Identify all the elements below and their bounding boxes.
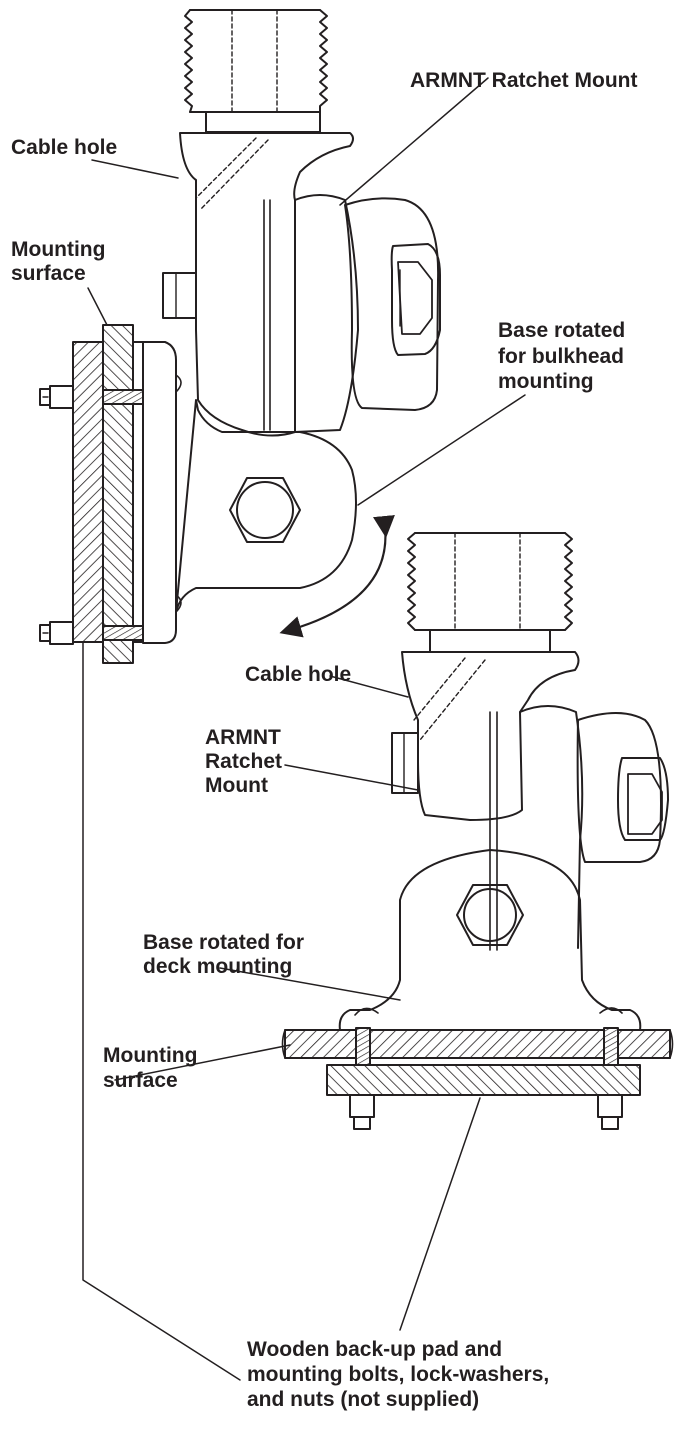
label-base-bulkhead-2: for bulkhead [498,345,625,368]
label-cable-hole-bottom: Cable hole [245,663,352,686]
lower-arm-body [401,651,580,821]
rotation-arrow [279,515,395,638]
upper-ratchet-housing [294,194,359,433]
label-armnt-bottom-3: Mount [205,774,268,797]
label-armnt-bottom-2: Ratchet [205,750,283,773]
label-mounting-surface-bottom-2: surface [103,1069,178,1092]
label-mounting-surface-bottom-1: Mounting [103,1044,198,1067]
leader-lines [82,77,526,1381]
lower-hex-nut [456,884,524,946]
upper-base [175,399,357,613]
label-base-bulkhead-3: mounting [498,370,594,393]
label-base-deck-1: Base rotated for [143,931,305,954]
label-base-deck-2: deck mounting [143,955,293,978]
upper-arm-body [179,132,354,437]
deck-mounting-surface [281,1027,674,1130]
upper-hex-nut [229,477,301,543]
label-armnt-bottom-1: ARMNT [205,726,281,749]
lower-threaded-tube [407,532,573,653]
label-wooden-pad-2: mounting bolts, lock-washers, [247,1363,550,1386]
lower-ratchet-mount [338,532,669,1031]
label-mounting-surface-top-2: surface [11,262,86,285]
label-wooden-pad-3: and nuts (not supplied) [247,1388,480,1411]
bulkhead-mounting-surface [39,324,144,664]
label-wooden-pad-1: Wooden back-up pad and [247,1338,503,1361]
upper-threaded-tube [184,9,328,133]
label-base-bulkhead-1: Base rotated [498,319,626,342]
label-armnt-top: ARMNT Ratchet Mount [410,69,638,92]
label-cable-hole-top: Cable hole [11,136,118,159]
upper-ratchet-mount [142,9,441,644]
label-mounting-surface-top-1: Mounting [11,238,106,261]
